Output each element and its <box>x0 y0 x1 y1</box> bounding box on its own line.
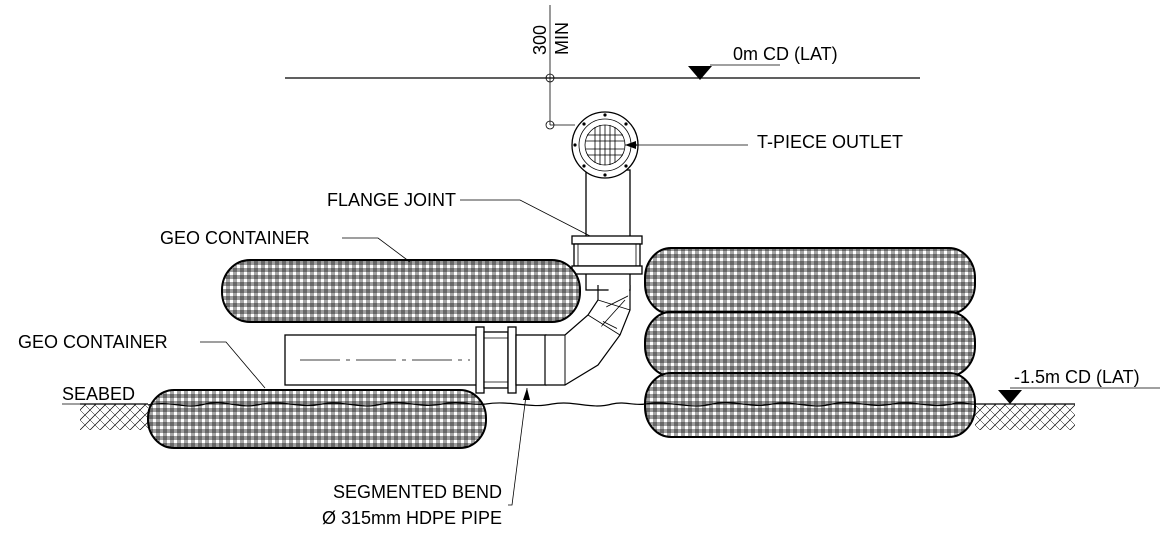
level-marker-top <box>688 66 712 80</box>
seabed-right <box>975 403 1075 430</box>
bend-label-line2: Ø 315mm HDPE PIPE <box>322 508 502 528</box>
seabed-left <box>80 403 148 430</box>
seabed-label: SEABED <box>62 384 135 404</box>
geo-container-lower-left <box>147 389 487 449</box>
t-piece-label: T-PIECE OUTLET <box>757 132 903 152</box>
geo-upper-leader <box>342 237 411 263</box>
geo-lower-label: GEO CONTAINER <box>18 332 168 352</box>
flange-leader <box>460 199 591 237</box>
geo-container-upper-left <box>221 259 581 323</box>
flange-joint-horizontal <box>475 326 547 394</box>
level-label-top: 0m CD (LAT) <box>733 44 838 64</box>
t-piece-outlet <box>571 111 639 179</box>
geo-container-right-middle <box>644 311 976 377</box>
level-label-bottom: -1.5m CD (LAT) <box>1014 367 1140 387</box>
seabed-line <box>147 401 976 407</box>
geo-lower-leader <box>200 341 266 389</box>
bend-label-line1: SEGMENTED BEND <box>333 482 502 502</box>
geo-container-right-top <box>644 247 976 315</box>
level-marker-bottom <box>998 390 1022 404</box>
horizontal-pipe <box>284 334 481 386</box>
dimension-unit: MIN <box>552 22 572 55</box>
flange-label: FLANGE JOINT <box>327 190 456 210</box>
dimension-value: 300 <box>530 25 550 55</box>
bend-arrow <box>523 388 530 400</box>
flange-joint-riser <box>571 235 643 275</box>
dimension-300-min: 300 MIN <box>530 5 575 130</box>
geo-upper-label: GEO CONTAINER <box>160 228 310 248</box>
bend-leader <box>508 387 528 506</box>
t-piece-arrow <box>625 141 636 149</box>
